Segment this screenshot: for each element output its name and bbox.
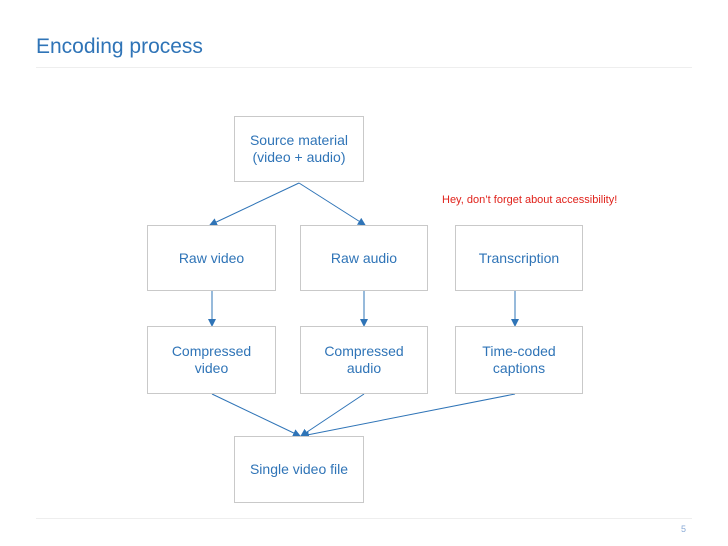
footer-divider <box>36 518 692 519</box>
node-compressed-audio: Compressed audio <box>300 326 428 394</box>
title-divider <box>36 67 692 68</box>
edge-source-to-raw-audio <box>298 182 366 226</box>
edge-captions-to-single-file <box>301 393 516 439</box>
page-number: 5 <box>681 524 687 534</box>
node-time-coded-captions: Time-coded captions <box>455 326 583 394</box>
edge-compressed-video-to-single-file <box>211 393 301 437</box>
node-source-material: Source material (video + audio) <box>234 116 364 182</box>
edge-source-to-raw-video <box>209 182 300 226</box>
slide-title: Encoding process <box>36 35 203 58</box>
node-single-video-file: Single video file <box>234 436 364 503</box>
accessibility-note: Hey, don’t forget about accessibility! <box>442 194 618 206</box>
edge-compressed-audio-to-single-file <box>300 393 365 437</box>
node-compressed-video: Compressed video <box>147 326 276 394</box>
node-raw-video: Raw video <box>147 225 276 291</box>
node-transcription: Transcription <box>455 225 583 291</box>
node-raw-audio: Raw audio <box>300 225 428 291</box>
